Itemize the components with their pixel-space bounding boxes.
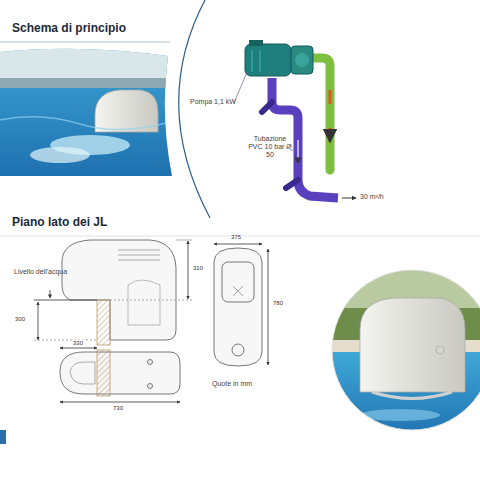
arc-divider xyxy=(179,0,210,218)
top-view xyxy=(60,348,180,402)
dimension: 310 xyxy=(192,265,204,272)
note: Livello dell'acqua xyxy=(14,268,67,276)
part-label: Pompa 1,1 kW xyxy=(190,98,236,106)
dimension: 330 xyxy=(72,340,84,347)
pool-photo xyxy=(0,40,180,180)
corner-mark xyxy=(0,430,6,444)
front-view xyxy=(214,244,268,366)
side-view xyxy=(34,240,192,345)
dimension: 730 xyxy=(112,405,124,412)
note: Quote in mm xyxy=(212,380,252,388)
pump-diagram xyxy=(234,40,356,198)
dimension: 780 xyxy=(272,300,284,307)
section-heading: Schema di principio xyxy=(12,22,126,36)
photo-frame xyxy=(332,270,480,430)
dimension: 300 xyxy=(14,316,26,323)
section-heading: Piano lato dei JL xyxy=(12,216,107,230)
flow-rate: 30 m³/h xyxy=(360,193,384,201)
dimension: 375 xyxy=(230,234,242,241)
part-label: Tubazione PVC 10 bar Ø 50 xyxy=(246,135,294,159)
rule xyxy=(0,42,170,43)
unit-photo xyxy=(330,268,480,442)
